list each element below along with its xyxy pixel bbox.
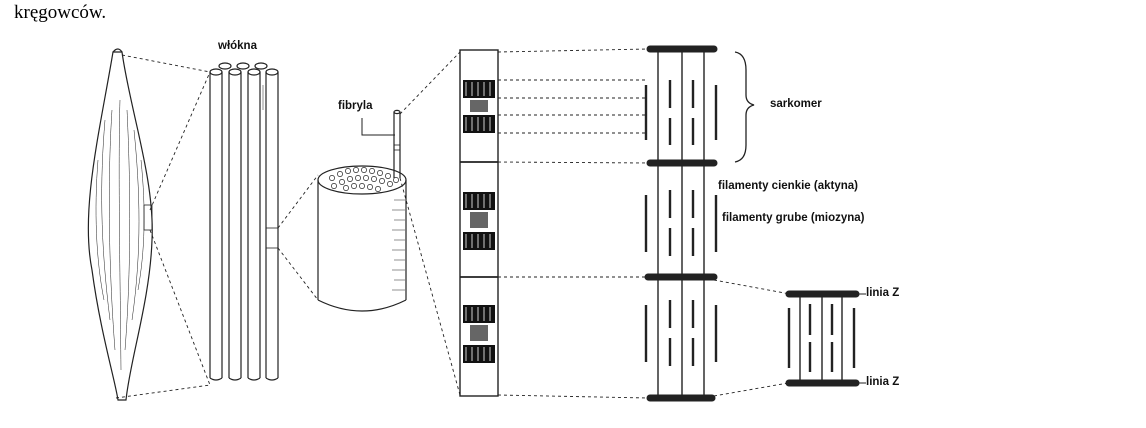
thick-filaments [644, 80, 718, 366]
striation-strip [459, 49, 499, 397]
label-sarcomere: sarkomer [770, 98, 822, 110]
fibril-cylinder [317, 109, 407, 312]
z-lines [644, 45, 718, 402]
label-fibril: fibryla [338, 100, 373, 112]
contracted-z-lines [785, 290, 860, 387]
label-thin-filaments: filamenty cienkie (aktyna) [718, 180, 858, 192]
fiber-bundle [209, 62, 279, 381]
connector-strip-sarcomere [497, 48, 649, 399]
caption-text: kręgowców. [14, 2, 107, 23]
connector-fibril-strip [399, 51, 461, 396]
striation-stripes [465, 82, 491, 361]
label-z-line-bottom: linia Z [866, 376, 900, 388]
label-fibers: włókna [218, 40, 257, 52]
z-line-pointers [856, 293, 866, 384]
sarcomere-brace [734, 51, 755, 163]
sarcomere-axes [657, 49, 705, 398]
label-z-line-top: linia Z [866, 287, 900, 299]
muscle-spindle [87, 48, 153, 401]
fibril-pointer [361, 118, 395, 136]
label-thick-filaments: filamenty grube (miozyna) [722, 212, 865, 224]
striation-bands [463, 80, 495, 363]
contracted-thick-filaments [787, 304, 856, 372]
connector-contracted [713, 279, 791, 397]
connector-muscle-fibers [115, 54, 211, 399]
connector-fiber-cylinder [277, 174, 319, 301]
contracted-sarcomere-axes [799, 294, 843, 383]
